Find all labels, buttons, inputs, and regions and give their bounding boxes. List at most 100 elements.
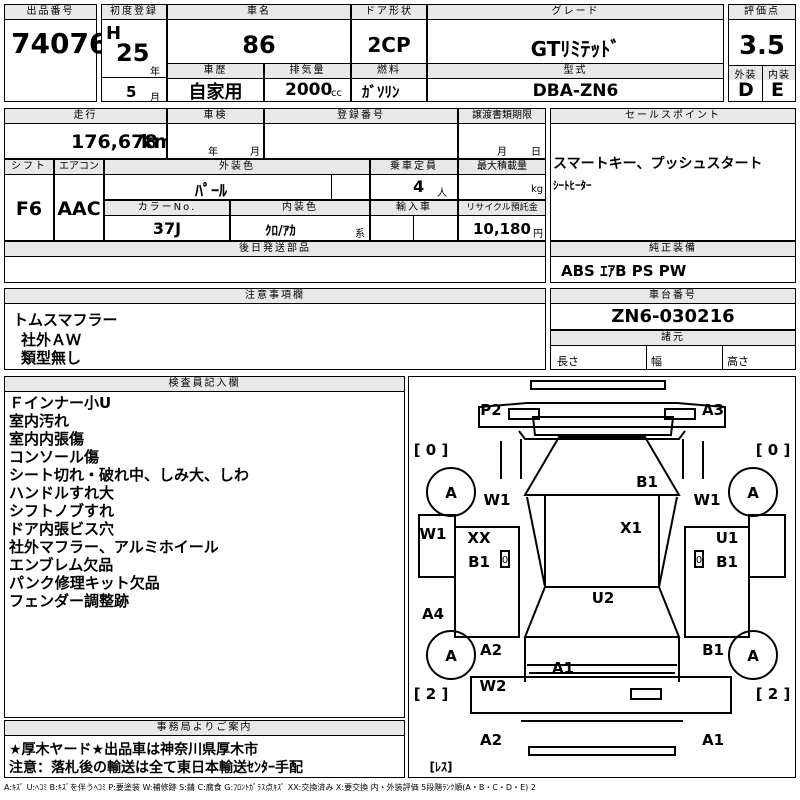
hood-front-outline (531, 416, 675, 436)
windshield-outline (523, 436, 681, 496)
notes-box: 注意事項欄 トムスマフラー 社外ＡＷ 類型無し (4, 288, 546, 370)
transfer-label: 譲渡書類期限 (459, 109, 545, 124)
inspector-notes: Ｆインナー小U 室内汚れ 室内内張傷 コンソール傷 シート切れ・破れ中、しみ大、… (9, 394, 249, 610)
first-reg-era: H (106, 23, 122, 44)
label-a3: A3 (702, 401, 724, 419)
sales-point-1: スマートキー、プッシュスタート (553, 156, 763, 172)
import-box: 輸入車 (370, 200, 458, 241)
interior-score-label: 内装 (763, 66, 795, 81)
rear-bumper-outline (470, 676, 732, 714)
recycle-label: リサイクル預託金 (459, 201, 545, 216)
label-u1: U1 (716, 529, 739, 547)
aircon-value: AAC (57, 198, 101, 220)
capacity-unit: 人 (437, 188, 447, 199)
wheel-front-left (426, 467, 476, 517)
color-no-label: カラーNo. (105, 201, 229, 216)
left-handle (500, 550, 510, 568)
capacity-value: 4 (413, 177, 425, 196)
car-name: 86 (242, 31, 276, 59)
model-code-label: 型式 (428, 64, 723, 79)
aircon-box: エアコン AAC (54, 159, 104, 241)
displacement-label: 排気量 (265, 64, 350, 79)
displacement-unit: cc (331, 88, 342, 99)
headlight-right (664, 408, 696, 420)
inspector-label: 検査員記入欄 (5, 377, 404, 392)
score-box: 評価点 3.5 外装 内装 D E (728, 4, 796, 102)
note-line-2: 社外ＡＷ (21, 331, 82, 349)
specs-box: 諸元 長さ 幅 高さ (550, 330, 796, 370)
exterior-score: D (738, 79, 754, 101)
label-x1: X1 (620, 519, 642, 537)
inspection-label: 車検 (168, 109, 263, 124)
tire-depth-fl: [ 0 ] (414, 441, 449, 459)
label-b1-left: B1 (468, 553, 490, 571)
notes-label: 注意事項欄 (5, 289, 545, 304)
max-load-unit: kg (531, 184, 544, 195)
label-a1-trunk: A1 (552, 659, 574, 677)
interior-score: E (771, 79, 784, 101)
inspection-month-unit: 月 (250, 147, 260, 158)
inspector-line: ドア内張ビス穴 (9, 520, 115, 538)
exterior-color: ﾊﾟｰﾙ (195, 181, 228, 200)
wheel-front-right (728, 467, 778, 517)
history-value: 自家用 (188, 82, 243, 103)
listing-number-label: 出品番号 (5, 5, 96, 20)
note-line-3: 類型無し (21, 349, 82, 367)
model-code-box: 型式 DBA-ZN6 (427, 63, 724, 102)
first-reg-year: 25 (116, 39, 150, 67)
specs-label: 諸元 (551, 331, 795, 346)
max-load-box: 最大積載量 kg (458, 159, 546, 200)
label-a-fl: A (445, 484, 457, 502)
front-pillars (500, 441, 704, 479)
right-handle (694, 550, 704, 568)
front-panel-outline (478, 402, 726, 428)
cabin-outline (526, 496, 678, 588)
capacity-box: 乗車定員 4 人 (370, 159, 458, 200)
inspector-line: Ｆインナー小U (9, 394, 112, 412)
label-xx: XX (467, 529, 491, 547)
label-a2-rear: A2 (480, 731, 502, 749)
first-reg-month: 5 (126, 83, 137, 101)
color-no: 37J (152, 219, 182, 238)
front-bumper-outline (530, 380, 666, 390)
door-label: ドア形状 (352, 5, 426, 20)
fuel-value: ｶﾞｿﾘﾝ (362, 83, 400, 101)
color-no-box: カラーNo. 37J (104, 200, 230, 241)
grade-value: GTﾘﾐﾃｯﾄﾞ (530, 37, 621, 61)
label-w2: W2 (480, 677, 507, 695)
note-line-1: トムスマフラー (13, 311, 118, 329)
car-name-label: 車名 (168, 5, 350, 20)
import-label: 輸入車 (371, 201, 457, 216)
score-value: 3.5 (738, 31, 786, 61)
damage-legend: A:ｷｽﾞ U:ﾍｺﾐ B:ｷｽﾞを伴うﾍｺﾐ P:要塗装 W:補修跡 S:錆 … (4, 783, 536, 792)
label-a-fr: A (747, 484, 759, 502)
tire-depth-rr: [ 2 ] (756, 685, 791, 703)
inspector-line: フェンダー調整跡 (9, 592, 130, 610)
recycle-unit: 円 (533, 229, 543, 240)
fuel-box: 燃料 ｶﾞｿﾘﾝ (351, 63, 427, 102)
specs-length: 長さ (557, 355, 579, 368)
label-a2-left: A2 (480, 641, 502, 659)
chassis-box: 車台番号 ZN6-030216 (550, 288, 796, 330)
exterior-score-label: 外装 (729, 66, 762, 81)
transfer-box: 譲渡書類期限 月 日 (458, 108, 546, 159)
car-diagram: P2 A3 [ 0 ] [ 0 ] A A W1 W1 B1 X1 W1 XX … (408, 376, 796, 778)
wheel-rear-left (426, 630, 476, 680)
aircon-label: エアコン (55, 160, 103, 175)
equipment-box: 純正装備 ABS ｴｱB PS PW (550, 241, 796, 283)
rear-fender-lines (524, 637, 680, 682)
tire-depth-fr: [ 0 ] (756, 441, 791, 459)
capacity-label: 乗車定員 (371, 160, 457, 175)
fender-lines (520, 439, 684, 479)
history-box: 車歴 自家用 (167, 63, 264, 103)
office-line-1: ★厚木ヤード★出品車は神奈川県厚木市 (9, 742, 259, 758)
registration-box: 登録番号 (264, 108, 458, 159)
label-a4: A4 (422, 605, 444, 623)
recycle-box: リサイクル預託金 10,180 円 (458, 200, 546, 241)
listing-number: 74076 (11, 27, 109, 60)
rear-plate-outline (528, 746, 676, 756)
interior-color-suffix: 系 (355, 229, 365, 240)
label-w1-left: W1 (484, 491, 511, 509)
registration-label: 登録番号 (265, 109, 457, 124)
door-value: 2CP (367, 33, 411, 57)
